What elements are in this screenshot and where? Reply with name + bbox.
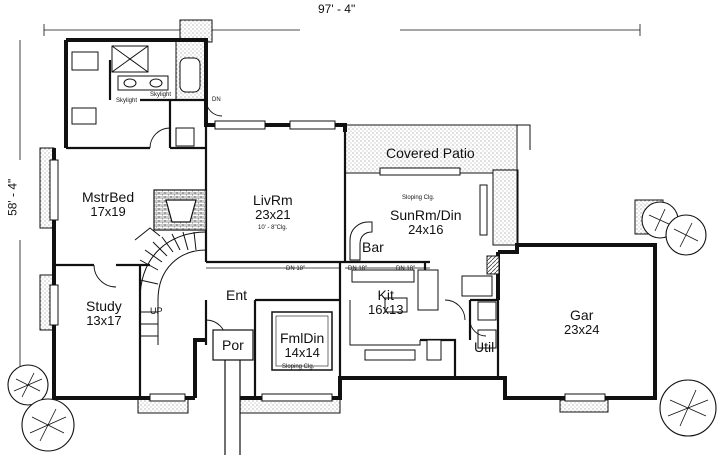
down-note-kitchen: DN 18" (396, 266, 416, 272)
room-size: 23x24 (564, 321, 600, 337)
room-label-kitchen: Kit 16x13 (368, 288, 403, 316)
tree-icon (7, 364, 49, 406)
room-size: 14x14 (284, 344, 320, 360)
room-name: FmlDin (280, 330, 325, 346)
family-dining-frame (271, 311, 333, 371)
room-size: 17x19 (90, 203, 126, 219)
room-label-porch: Por (222, 337, 244, 353)
width-dimension-label: 97' - 4" (318, 2, 356, 16)
down-note-living: DN 18" (286, 266, 306, 272)
tree-icon (659, 379, 717, 437)
room-name: Kit (377, 287, 394, 303)
living-room-ceiling-note: 10' - 8"Clg. (258, 225, 288, 231)
front-walkway (212, 329, 254, 455)
fireplace (153, 189, 207, 231)
room-label-study: Study 13x17 (86, 299, 122, 327)
windows (49, 120, 606, 402)
room-size: 16x13 (368, 301, 404, 317)
room-label-entry: Ent (226, 287, 248, 303)
sunroom-ceiling-note: Sloping Clg. (402, 195, 435, 201)
room-label-master-bedroom: MstrBed 17x19 (82, 190, 134, 218)
interior-walls (54, 60, 500, 398)
tree-icon (665, 214, 707, 256)
room-label-family-dining: FmlDin 14x14 (280, 331, 324, 359)
utility-fixtures (461, 255, 500, 349)
room-name: Study (86, 298, 122, 314)
room-name: LivRm (253, 192, 293, 208)
room-name: Gar (570, 307, 594, 323)
trees (7, 201, 717, 452)
covered-patio-outline (345, 124, 531, 245)
family-dining-ceiling-note: Sloping Clg. (282, 364, 315, 370)
skylight-note-1: Skylight (116, 98, 138, 104)
skylight-note-2: Skylight (150, 92, 172, 98)
width-dimension-line (43, 24, 641, 36)
master-bath-fixtures (71, 45, 201, 147)
room-label-bar: Bar (362, 239, 384, 255)
curved-staircase (134, 227, 207, 345)
down-note-bar: DN 18" (348, 266, 368, 272)
down-note-bath: DN (212, 97, 221, 103)
room-label-sunroom-dining: SunRm/Din 24x16 (390, 208, 462, 236)
room-label-garage: Gar 23x24 (564, 308, 599, 336)
room-name: SunRm/Din (390, 207, 462, 223)
depth-dimension-label: 58' - 4" (5, 178, 20, 216)
room-size: 23x21 (255, 206, 291, 222)
room-label-living-room: LivRm 23x21 (253, 193, 293, 221)
room-label-utility: Util (474, 339, 495, 355)
room-label-covered-patio: Covered Patio (386, 145, 475, 161)
tree-icon (21, 398, 75, 452)
kitchen-counters (349, 269, 442, 361)
stair-up-note: UP (150, 306, 163, 316)
room-size: 13x17 (86, 312, 122, 328)
room-name: MstrBed (82, 189, 135, 205)
door-swings (93, 99, 487, 341)
bar-counter (349, 221, 373, 261)
room-size: 24x16 (408, 221, 444, 237)
